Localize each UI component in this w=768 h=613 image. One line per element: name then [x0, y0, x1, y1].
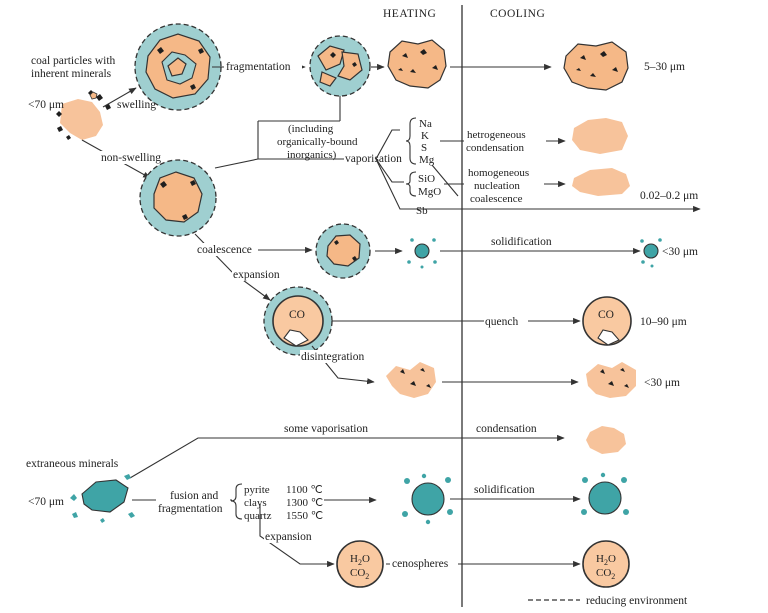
fragmentation-label: fragmentation	[226, 61, 291, 73]
fusion-label-2: fragmentation	[158, 503, 223, 515]
expansion-arrow-2	[259, 504, 335, 568]
vaporisation-line-a	[214, 158, 259, 169]
cooling-header: COOLING	[490, 8, 545, 20]
pyrite-temp: 1100 ℃	[286, 484, 323, 496]
fusion-label-1: fusion and	[170, 490, 218, 502]
h2o-formula-heating: H2O	[350, 553, 370, 567]
element-sb: Sb	[416, 205, 428, 217]
brace-sio-mgo	[405, 171, 417, 197]
co-bubble-heating	[263, 286, 333, 356]
coal-particles-label-1: coal particles with	[31, 55, 116, 67]
heating-header: HEATING	[383, 8, 436, 20]
expansion-label-1: expansion	[233, 269, 280, 281]
clays-label: clays	[244, 497, 267, 509]
nucleated-particle	[572, 168, 630, 196]
char-particle-heating	[387, 39, 447, 89]
quartz-temp: 1550 ℃	[286, 510, 323, 522]
homo-label-1: homogeneous	[468, 167, 529, 179]
hetero-label-2: condensation	[466, 142, 525, 154]
disintegration-label: disintegration	[301, 351, 364, 363]
co-label-cooled: CO	[598, 309, 614, 321]
brace-minerals	[230, 483, 243, 520]
branch-to-sio	[375, 158, 404, 183]
solidified-droplet-1	[640, 238, 662, 268]
branch-to-na	[375, 129, 400, 160]
disintegrated-fragments-cooled	[586, 362, 636, 398]
homo-label-2: nucleation	[474, 180, 520, 192]
solidification-label-1: solidification	[491, 236, 552, 248]
element-sio: SiO	[418, 173, 435, 185]
branch-to-sb	[375, 158, 701, 213]
co2-formula-cooled: CO2	[596, 567, 615, 581]
mg-to-homo-line	[431, 164, 459, 197]
condensed-vapour-particle	[586, 426, 626, 454]
size-label-lt30-2: <30 μm	[644, 377, 680, 389]
char-particle-cooled	[563, 41, 629, 91]
co-label-heating: CO	[289, 309, 305, 321]
fused-droplet-heating	[402, 473, 453, 525]
including-label-1: (including	[288, 123, 334, 135]
vaporisation-label: vaporisation	[345, 153, 402, 165]
quench-label: quench	[485, 316, 518, 328]
condensation-label: condensation	[476, 423, 537, 435]
homo-label-3: coalescence	[470, 193, 523, 205]
element-mg: Mg	[419, 154, 435, 166]
size-label-lt30-1: <30 μm	[662, 246, 698, 258]
non-swelling-label: non-swelling	[101, 152, 161, 164]
some-vaporisation-arrow	[129, 434, 565, 479]
clays-temp: 1300 ℃	[286, 497, 323, 509]
size-label-lt70-top: <70 μm	[28, 99, 64, 111]
brace-na-mg	[405, 117, 417, 165]
solidified-droplet-2	[581, 472, 629, 515]
size-label-002-02: 0.02–0.2 μm	[640, 190, 698, 202]
coal-particle-initial	[56, 90, 111, 140]
disintegrated-fragments-heating	[386, 362, 436, 398]
cenosphere-cooled	[582, 540, 630, 588]
element-k: K	[421, 130, 429, 142]
cenosphere-heating	[336, 540, 384, 588]
molten-droplet-heating	[407, 238, 437, 269]
element-mgo: MgO	[418, 186, 441, 198]
fragmented-coal-particle	[309, 35, 371, 97]
solidification-label-2: solidification	[474, 484, 535, 496]
some-vaporisation-label: some vaporisation	[284, 423, 368, 435]
h2o-formula-cooled: H2O	[596, 553, 616, 567]
swelling-arrow	[102, 87, 137, 108]
element-na: Na	[419, 118, 432, 130]
cenospheres-label: cenospheres	[392, 558, 449, 570]
condensed-particle	[572, 118, 628, 154]
size-label-5-30: 5–30 μm	[644, 61, 685, 73]
extraneous-minerals-label: extraneous minerals	[26, 458, 119, 470]
size-label-10-90: 10–90 μm	[640, 316, 687, 328]
extraneous-mineral-particle	[70, 474, 135, 523]
hetero-label-1: hetrogeneous	[467, 129, 526, 141]
mineral-fragment	[89, 91, 98, 100]
coalesced-particle	[315, 223, 371, 279]
swollen-coal-particle	[134, 23, 222, 111]
quartz-label: quartz	[244, 510, 272, 522]
reducing-environment-legend-label: reducing environment	[586, 595, 688, 607]
element-s: S	[421, 142, 427, 154]
size-label-lt70-bottom: <70 μm	[28, 496, 64, 508]
pyrite-label: pyrite	[244, 484, 270, 496]
co2-formula-heating: CO2	[350, 567, 369, 581]
including-label-3: inorganics)	[287, 149, 337, 161]
coal-particles-label-2: inherent minerals	[31, 68, 112, 80]
non-swelling-coal-particle	[139, 159, 217, 237]
including-label-2: organically-bound	[277, 136, 358, 148]
swelling-label: swelling	[117, 99, 156, 111]
co-sphere-cooled	[582, 296, 632, 346]
coalescence-label: coalescence	[197, 244, 252, 256]
expansion-label-2: expansion	[265, 531, 312, 543]
